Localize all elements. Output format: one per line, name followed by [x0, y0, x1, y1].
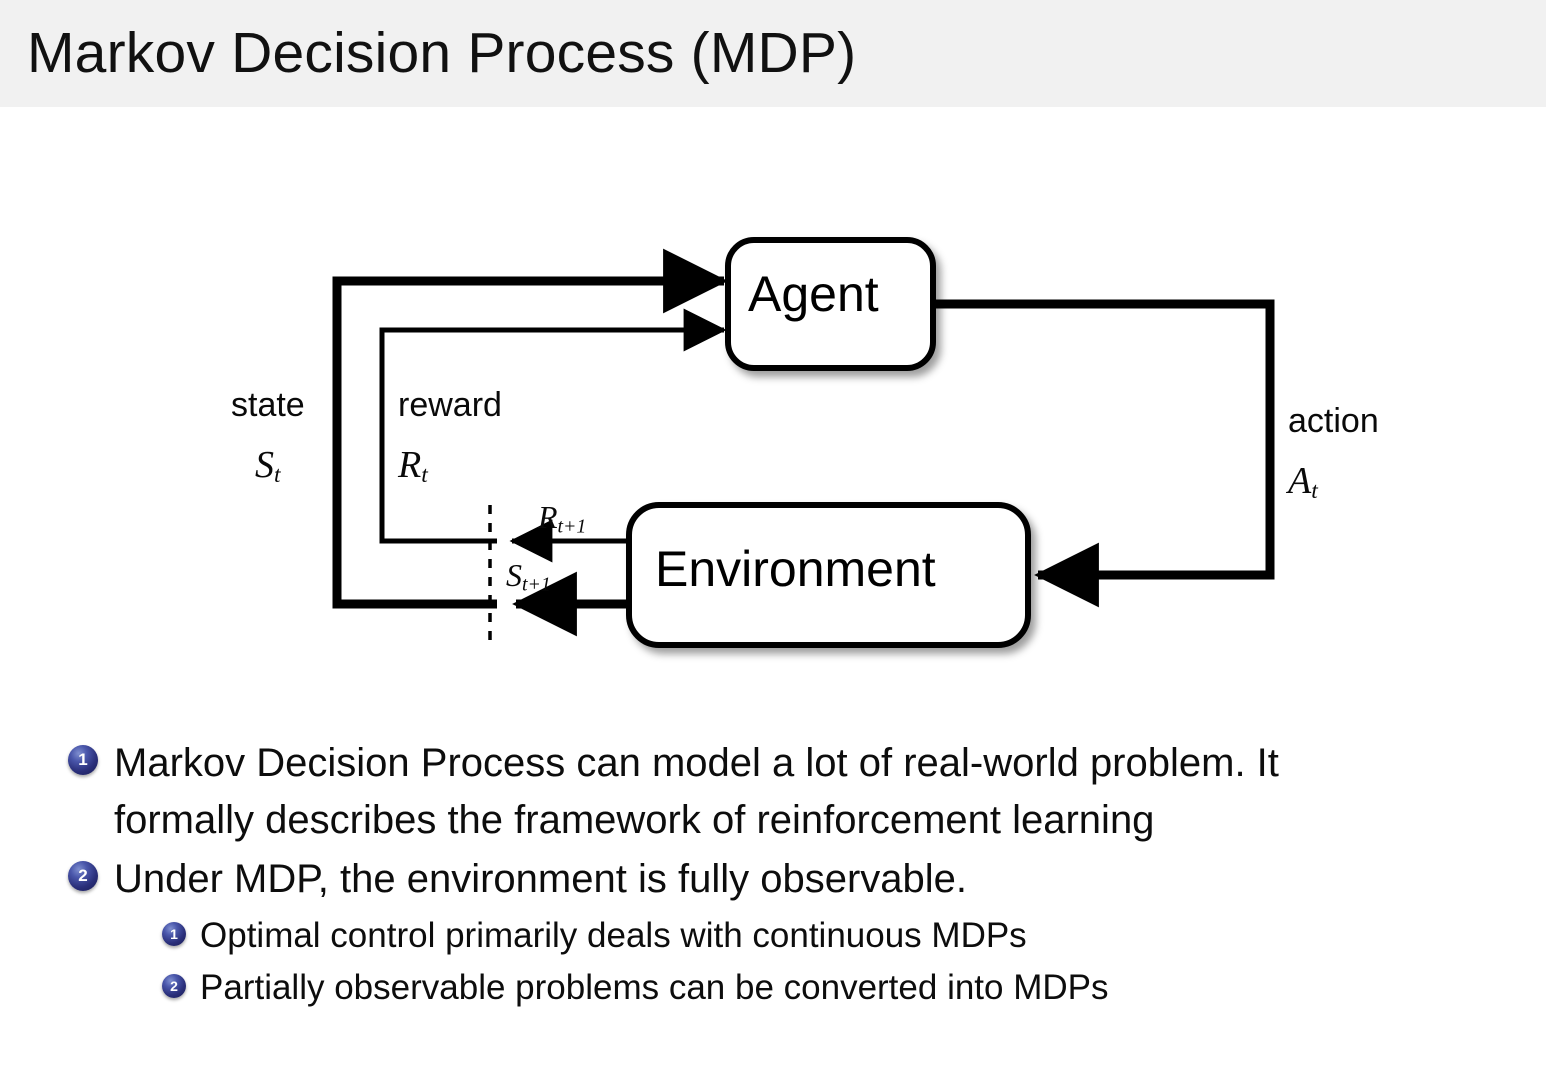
reward-label: reward [398, 386, 502, 424]
reward-symbol: Rt [398, 444, 428, 489]
page-title: Markov Decision Process (MDP) [27, 21, 857, 85]
edge-action [933, 299, 1275, 608]
next-state-symbol: St+1 [506, 557, 551, 596]
environment-box [626, 502, 1031, 648]
bullet-text-2: Under MDP, the environment is fully obse… [114, 857, 968, 901]
bullet-number-badge: 2 [68, 861, 98, 891]
mdp-diagram-svg [332, 237, 1275, 648]
action-label: action [1288, 402, 1379, 440]
bullet-text-1: Markov Decision Process can model a lot … [114, 735, 1524, 849]
sub-bullet-item-2: 2 Partially observable problems can be c… [0, 962, 1546, 1014]
state-symbol: St [255, 444, 281, 489]
sub-bullet-number-badge: 2 [162, 974, 186, 998]
mdp-diagram: Agent Environment state St reward Rt act… [0, 107, 1546, 707]
sub-bullet-text-1: Optimal control primarily deals with con… [200, 916, 1027, 955]
bullet-list: 1 Markov Decision Process can model a lo… [0, 735, 1546, 1014]
state-label: state [231, 386, 305, 424]
edge-state [332, 248, 728, 609]
node-environment [626, 502, 1031, 648]
agent-label: Agent [748, 266, 879, 322]
bullet-item-2: 2 Under MDP, the environment is fully ob… [0, 851, 1546, 908]
bullet-number-badge: 1 [68, 745, 98, 775]
action-symbol: At [1288, 460, 1318, 505]
bullet-item-1: 1 Markov Decision Process can model a lo… [0, 735, 1546, 849]
slide-header: Markov Decision Process (MDP) [0, 0, 1546, 107]
sub-bullet-item-1: 1 Optimal control primarily deals with c… [0, 910, 1546, 962]
next-reward-symbol: Rt+1 [538, 499, 587, 538]
bullet-text-1-line2: formally describes the framework of rein… [114, 798, 1155, 842]
sub-bullet-number-badge: 1 [162, 922, 186, 946]
sub-bullet-text-2: Partially observable problems can be con… [200, 968, 1109, 1007]
environment-label: Environment [655, 541, 936, 597]
edge-reward [379, 308, 727, 544]
